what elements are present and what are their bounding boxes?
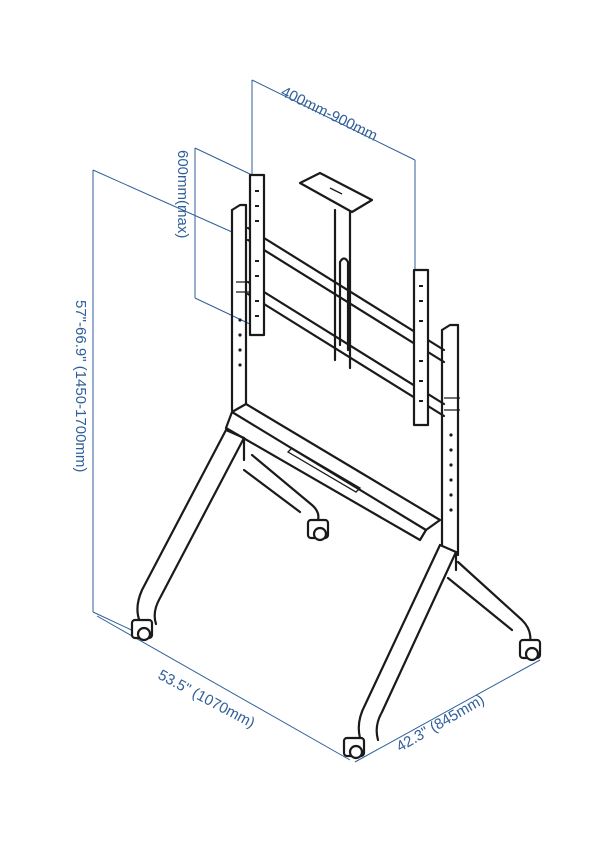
leg-front-left-inner: [153, 436, 246, 626]
vesa-rail-right: [412, 268, 430, 427]
label-vesa-width: 400mm-900mm: [278, 83, 380, 144]
column-holes: [238, 318, 453, 512]
arm-rear-right: [456, 560, 532, 644]
crossbar-bottom-inner: [246, 292, 446, 418]
caster-front-right: [342, 736, 366, 760]
dim-vesa-height-ext-bottom: [194, 297, 253, 326]
leg-front-left: [136, 428, 228, 624]
right-base-junction: [438, 543, 458, 572]
label-base-depth: 42.3" (845mm): [394, 691, 488, 755]
crossbar-top-inner: [246, 238, 446, 364]
vesa-rail-left: [248, 173, 266, 337]
dim-overall-height-ext-top: [92, 169, 233, 233]
vesa-rail-left-holes: [255, 190, 259, 317]
caster-rear-left: [306, 518, 330, 542]
camera-shelf: [298, 171, 374, 214]
left-column-collar: [236, 281, 250, 293]
dim-vesa-width-line: [251, 79, 416, 161]
right-column-cap: [440, 323, 460, 332]
leg-front-right-inner: [375, 550, 458, 742]
left-column-cap: [230, 203, 248, 212]
label-overall-height: 57"-66.9" (1450-1700mm): [72, 300, 89, 472]
crossbar-top: [246, 226, 446, 352]
camera-shelf-slot: [329, 187, 343, 195]
arm-rear-left: [250, 453, 320, 522]
camera-shelf-post: [333, 208, 352, 370]
stand-drawing: [130, 171, 542, 760]
dim-base-depth-line: [354, 659, 541, 763]
caster-front-left: [130, 618, 154, 642]
arm-rear-left-inner: [242, 468, 302, 514]
bottom-tray: [230, 402, 442, 532]
dim-base-width-line: [96, 615, 351, 761]
bottom-tray-lip: [224, 410, 428, 542]
vesa-rail-right-holes: [419, 285, 423, 402]
caster-rear-right: [518, 638, 542, 662]
right-column-collar: [444, 397, 460, 411]
left-base-junction: [224, 428, 246, 462]
dimension-lines: [92, 79, 541, 763]
bottom-tray-slot: [286, 447, 362, 493]
arm-rear-right-inner: [446, 576, 514, 632]
dim-vesa-height-ext-top: [194, 147, 253, 176]
leg-front-right: [357, 543, 442, 740]
camera-shelf-slider: [338, 257, 350, 352]
label-vesa-height: 600mm(max): [174, 150, 191, 238]
crossbar-bottom: [246, 280, 446, 406]
